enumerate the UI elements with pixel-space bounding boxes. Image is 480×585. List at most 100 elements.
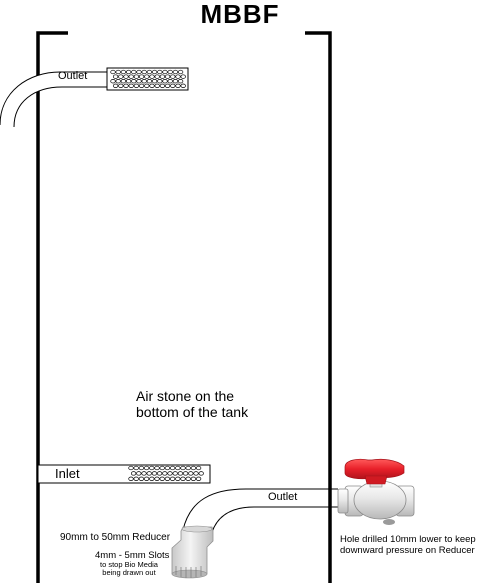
- perforation-hole: [162, 79, 168, 84]
- perforation-hole: [170, 74, 176, 79]
- perforation-hole: [133, 74, 140, 79]
- perforation-hole: [154, 465, 160, 471]
- perforation-hole: [128, 83, 134, 88]
- perforation-hole: [125, 79, 132, 84]
- air-stone-line-1: Air stone on the: [136, 388, 235, 404]
- perforation-hole: [123, 74, 129, 79]
- perforation-hole: [157, 79, 163, 84]
- perforation-hole: [131, 69, 137, 75]
- pipe-reducer-icon: [171, 525, 214, 579]
- hole-note-line-1: Hole drilled 10mm lower to keep: [340, 534, 476, 545]
- perforation-hole: [169, 476, 176, 481]
- perforation-hole: [180, 465, 186, 471]
- perforation-hole: [110, 69, 116, 75]
- perforation-hole: [141, 471, 147, 476]
- hole-note: Hole drilled 10mm lower to keep downward…: [340, 534, 476, 557]
- perforation-hole: [195, 465, 202, 471]
- perforation-hole: [164, 74, 171, 79]
- perforation-hole: [198, 471, 204, 476]
- tank-outline: [36, 31, 332, 583]
- perforation-hole: [182, 471, 189, 476]
- perforation-hole: [149, 83, 155, 88]
- perforation-hole: [169, 465, 176, 471]
- perforation-hole: [151, 471, 158, 476]
- perforation-hole: [141, 79, 147, 84]
- perforation-hole: [146, 69, 153, 75]
- perforation-hole: [154, 83, 160, 88]
- perforation-hole: [175, 465, 181, 471]
- tank-left-wall: [36, 31, 68, 583]
- perforation-hole: [180, 83, 186, 88]
- perforation-hole: [188, 471, 194, 476]
- perforation-hole: [120, 69, 127, 75]
- perforation-hole: [154, 74, 160, 79]
- perforation-hole: [164, 465, 171, 471]
- air-stone-note: Air stone on the bottom of the tank: [136, 388, 248, 420]
- slots-note-line-1: to stop Bio Media: [100, 560, 158, 569]
- perforation-hole: [138, 476, 145, 481]
- perforation-hole: [180, 476, 186, 481]
- perforation-hole: [136, 69, 142, 75]
- perforation-hole: [164, 83, 171, 88]
- perforation-hole: [133, 83, 140, 88]
- perforation-hole: [144, 74, 150, 79]
- perforation-hole: [167, 69, 173, 75]
- perforation-hole: [128, 465, 134, 471]
- perforation-hole: [190, 476, 197, 481]
- perforation-hole: [157, 69, 163, 75]
- air-stone-line-2: bottom of the tank: [136, 404, 249, 421]
- perforation-hole: [159, 465, 165, 471]
- perforation-hole: [144, 83, 150, 88]
- perforation-hole: [151, 69, 158, 75]
- bottom-outlet-pipe: [182, 488, 338, 533]
- perforation-hole: [118, 83, 124, 88]
- perforation-hole: [128, 74, 134, 79]
- perforation-hole: [149, 476, 155, 481]
- perforation-hole: [185, 476, 191, 481]
- slots-label: 4mm - 5mm Slots: [95, 550, 170, 561]
- perforation-hole: [172, 69, 179, 75]
- perforation-hole: [156, 471, 163, 476]
- perforation-hole: [151, 79, 158, 84]
- perforation-hole: [146, 79, 153, 84]
- perforation-hole: [177, 69, 184, 75]
- perforation-hole: [120, 79, 127, 84]
- inlet-slots-icon: [128, 465, 204, 481]
- top-outlet-pipe: [0, 67, 189, 128]
- tank-right-wall: [305, 31, 332, 583]
- perforation-hole: [185, 465, 191, 471]
- perforation-hole: [175, 83, 181, 88]
- perforation-hole: [141, 69, 147, 75]
- perforation-hole: [138, 74, 145, 79]
- perforation-hole: [167, 471, 173, 476]
- perforation-hole: [159, 74, 166, 79]
- perforation-hole: [180, 74, 186, 79]
- perforation-hole: [115, 79, 121, 84]
- perforation-hole: [136, 471, 142, 476]
- ball-valve-icon: [337, 458, 415, 525]
- perforation-hole: [172, 471, 178, 476]
- perforation-hole: [175, 476, 181, 481]
- perforation-hole: [195, 476, 202, 481]
- perforation-hole: [154, 476, 160, 481]
- bottom-outlet-label: Outlet: [268, 491, 298, 503]
- perforation-hole: [149, 74, 155, 79]
- top-outlet-label: Outlet: [58, 70, 88, 82]
- perforation-hole: [164, 476, 171, 481]
- reducer-label: 90mm to 50mm Reducer: [60, 532, 171, 543]
- perforation-hole: [112, 83, 119, 88]
- perforation-hole: [125, 69, 132, 75]
- perforation-hole: [133, 476, 139, 481]
- perforation-hole: [138, 465, 145, 471]
- perforation-hole: [146, 471, 152, 476]
- perforation-hole: [162, 69, 168, 75]
- perforation-hole: [170, 83, 176, 88]
- perforation-hole: [130, 471, 137, 476]
- perforation-hole: [112, 74, 119, 79]
- perforation-hole: [131, 79, 137, 84]
- perforation-hole: [159, 83, 166, 88]
- inlet-pipe: [37, 464, 211, 484]
- top-outlet-slots-icon: [110, 69, 186, 88]
